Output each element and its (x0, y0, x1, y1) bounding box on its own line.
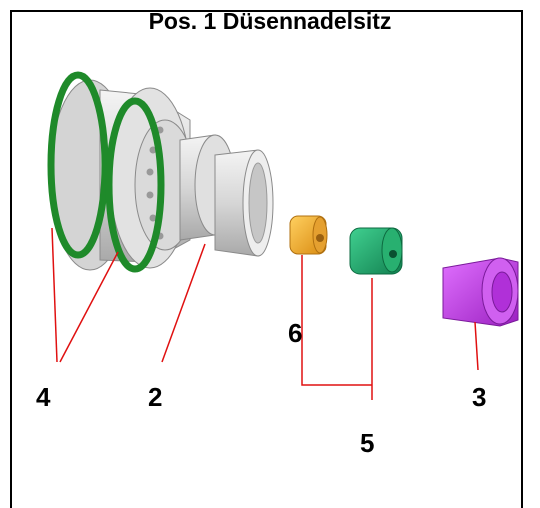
callout-3: 3 (472, 382, 487, 412)
leader-4a (51, 227, 58, 363)
o-ring-front (105, 97, 165, 273)
callout-6: 6 (288, 318, 303, 348)
callout-4: 4 (36, 382, 51, 412)
leader-2 (161, 243, 206, 363)
leader-6-5 (301, 255, 372, 386)
nozzle-seat-body (49, 79, 274, 271)
leader-4b (59, 251, 119, 363)
o-ring-back (47, 71, 109, 259)
callout-2: 2 (148, 382, 163, 412)
callout-5: 5 (360, 428, 375, 458)
leader-3 (474, 321, 479, 371)
orange-bushing (289, 215, 328, 255)
magenta-sleeve (442, 257, 519, 327)
green-bushing (349, 227, 403, 275)
diagram-title: Pos. 1 Düsennadelsitz (148, 8, 392, 34)
